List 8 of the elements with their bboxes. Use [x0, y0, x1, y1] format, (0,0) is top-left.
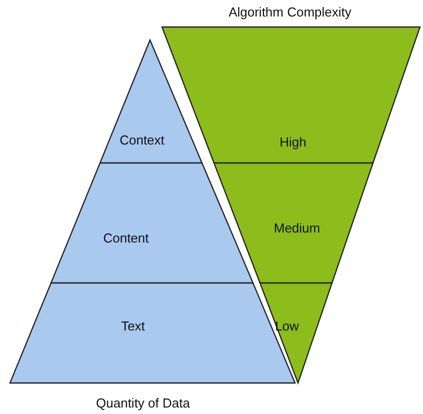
band-label: Low [275, 318, 299, 334]
band-label: Medium [274, 220, 320, 236]
band-label: Text [121, 318, 145, 334]
band-label: High [280, 134, 306, 150]
band-label: Content [103, 230, 149, 246]
band-label: Context [120, 132, 164, 148]
chart-heading: Quantity of Data [96, 396, 190, 410]
chart-heading: Algorithm Complexity [228, 4, 352, 20]
